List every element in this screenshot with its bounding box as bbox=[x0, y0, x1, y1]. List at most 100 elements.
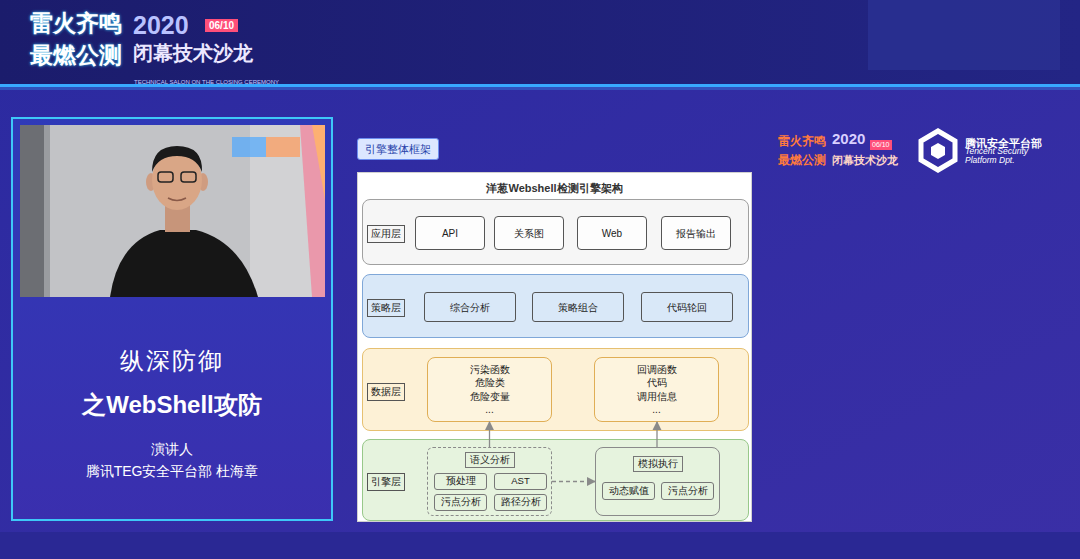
label-holder: 演讲人 bbox=[151, 440, 193, 458]
module-box: 代码轮回 bbox=[641, 292, 733, 322]
box-label: 回调函数 代码 调用信息 ... bbox=[635, 363, 679, 417]
layer-band: 引擎层语义分析预处理AST污点分析路径分析模拟执行动态赋值污点分析 bbox=[362, 439, 749, 521]
group-label: 模拟执行 bbox=[633, 456, 683, 472]
box-label: 综合分析 bbox=[450, 302, 490, 313]
flow-arrow bbox=[552, 481, 595, 482]
module-box: API bbox=[415, 216, 485, 250]
label-holder: 纵深防御 bbox=[120, 348, 224, 374]
label-holder: 雷火齐鸣 bbox=[30, 11, 122, 36]
company-english: Tencent Security Platform Dpt. bbox=[965, 147, 1047, 166]
label-holder: 引擎整体框架 bbox=[357, 138, 439, 160]
box-label: Web bbox=[602, 228, 622, 239]
layer-band: 数据层 污染函数 危险类 危险变量 ... 回调函数 代码 调用信息 ... bbox=[362, 348, 749, 431]
top-banner bbox=[0, 0, 1080, 84]
module-box: 策略组合 bbox=[532, 292, 624, 322]
label-holder: 闭幕技术沙龙 bbox=[832, 150, 898, 168]
label-holder: 雷火齐鸣 bbox=[778, 131, 826, 149]
flow-arrow bbox=[656, 422, 657, 447]
door-edge bbox=[44, 125, 50, 297]
banner-title: 雷火齐鸣 bbox=[30, 11, 122, 36]
video-wall bbox=[20, 125, 325, 297]
box-label: 污染函数 危险类 危险变量 ... bbox=[468, 363, 512, 417]
box-label: API bbox=[442, 228, 458, 239]
speaker-panel bbox=[12, 118, 332, 520]
video-frame bbox=[20, 125, 325, 297]
box-label: 污点分析 bbox=[441, 497, 481, 507]
box-label: 预处理 bbox=[446, 476, 476, 486]
box-label: 动态赋值 bbox=[609, 486, 649, 496]
decor-stripe bbox=[300, 125, 325, 297]
module-box: 污点分析 bbox=[661, 482, 714, 500]
module-box: Web bbox=[577, 216, 647, 250]
box-label: 代码轮回 bbox=[667, 302, 707, 313]
speaker-name: 腾讯TEG安全平台部 杜海章 bbox=[86, 464, 259, 479]
speaker-shirt bbox=[110, 230, 258, 297]
speaker-caption: 演讲人 bbox=[151, 442, 193, 457]
label-holder: 06/10 bbox=[205, 15, 238, 33]
module-group: 语义分析预处理 AST 污点分析 路径分析 bbox=[427, 447, 552, 516]
logo-title: 最燃公测 bbox=[778, 154, 826, 167]
talk-title: 之WebShell攻防 bbox=[82, 392, 262, 418]
tencent-logo-icon bbox=[921, 131, 955, 170]
flow-arrow bbox=[489, 422, 490, 447]
label-holder: TECHNICAL SALON ON THE CLOSING CEREMONY bbox=[134, 70, 279, 88]
banner-date: 06/10 bbox=[205, 19, 238, 32]
layer-label: 数据层 bbox=[367, 383, 405, 401]
bottom-strip bbox=[0, 532, 1080, 559]
decor-stripe bbox=[312, 125, 325, 200]
layer-band: 策略层 综合分析 策略组合 代码轮回 bbox=[362, 274, 749, 338]
banner-glow bbox=[0, 87, 1080, 90]
layer-label: 应用层 bbox=[367, 225, 405, 243]
layer-band: 应用层 API 关系图 Web 报告输出 bbox=[362, 199, 749, 265]
label-holder: 2020 bbox=[832, 130, 865, 148]
module-box: 动态赋值 bbox=[602, 482, 655, 500]
video-logo bbox=[232, 137, 266, 157]
label-holder: 最燃公测 bbox=[778, 150, 826, 168]
module-box: 关系图 bbox=[494, 216, 564, 250]
banner-title: 最燃公测 bbox=[30, 43, 122, 68]
speaker-mouth bbox=[168, 198, 186, 201]
box-label: 污点分析 bbox=[668, 486, 708, 496]
slide-tag: 引擎整体框架 bbox=[357, 138, 439, 160]
box-label: 策略组合 bbox=[558, 302, 598, 313]
label-holder: 之WebShell攻防 bbox=[82, 392, 262, 418]
data-box: 回调函数 代码 调用信息 ... bbox=[594, 357, 719, 422]
layer-label: 引擎层 bbox=[367, 473, 405, 491]
module-box: 污点分析 bbox=[434, 494, 487, 511]
label-holder: 06/10 bbox=[870, 133, 892, 151]
label-holder: 最燃公测 bbox=[30, 43, 122, 68]
diagram-frame: 洋葱Webshell检测引擎架构应用层API关系图Web报告输出策略层综合分析策… bbox=[357, 172, 752, 522]
logo-title: 雷火齐鸣 bbox=[778, 135, 826, 148]
speaker-glasses bbox=[181, 172, 196, 182]
group-label: 语义分析 bbox=[465, 452, 515, 468]
logo-date: 06/10 bbox=[870, 140, 892, 150]
layer-label: 策略层 bbox=[367, 299, 405, 317]
banner-patch bbox=[868, 0, 1060, 70]
label-holder: Tencent Security Platform Dpt. bbox=[965, 147, 1047, 167]
label-holder: 闭幕技术沙龙 bbox=[133, 42, 253, 64]
box-label: AST bbox=[511, 476, 529, 486]
logo-subtitle: 闭幕技术沙龙 bbox=[832, 154, 898, 166]
box-label: 路径分析 bbox=[501, 497, 541, 507]
module-box: 预处理 bbox=[434, 473, 487, 490]
title-holder: 洋葱Webshell检测引擎架构 bbox=[358, 178, 751, 196]
banner-english: TECHNICAL SALON ON THE CLOSING CEREMONY bbox=[134, 79, 279, 86]
logo-year: 2020 bbox=[832, 131, 865, 148]
box-label: 关系图 bbox=[514, 228, 544, 239]
module-group: 模拟执行动态赋值 污点分析 bbox=[595, 447, 720, 516]
module-box: AST bbox=[494, 473, 547, 490]
module-box: 综合分析 bbox=[424, 292, 516, 322]
banner-year: 2020 bbox=[133, 12, 189, 40]
banner-subtitle: 闭幕技术沙龙 bbox=[133, 42, 253, 64]
module-box: 报告输出 bbox=[661, 216, 731, 250]
data-box: 污染函数 危险类 危险变量 ... bbox=[427, 357, 552, 422]
label-holder: 腾讯TEG安全平台部 杜海章 bbox=[86, 462, 259, 480]
door-frame bbox=[20, 125, 44, 297]
box-label: 报告输出 bbox=[676, 228, 716, 239]
speaker-glasses bbox=[158, 172, 173, 182]
talk-title: 纵深防御 bbox=[120, 348, 224, 374]
label-holder: 2020 bbox=[133, 12, 189, 40]
speaker-hair bbox=[152, 146, 202, 172]
module-box: 路径分析 bbox=[494, 494, 547, 511]
